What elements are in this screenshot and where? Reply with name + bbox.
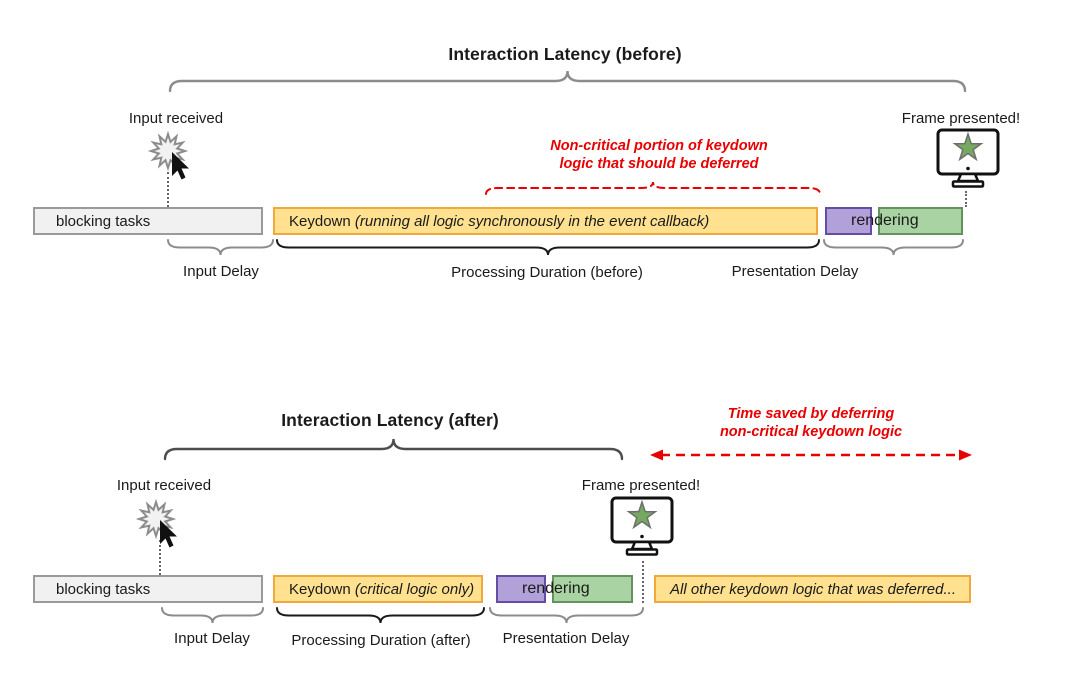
before-processing-label: Processing Duration (before) xyxy=(451,264,643,281)
before-processing-brace xyxy=(276,239,820,256)
after-title: Interaction Latency (after) xyxy=(281,410,499,430)
after-blocking-tasks-bar: blocking tasks xyxy=(33,575,263,603)
before-frame-dotted-line xyxy=(965,191,967,207)
before-deferred-brace xyxy=(485,181,821,195)
after-presentation-brace xyxy=(489,607,644,624)
before-input-delay-brace xyxy=(167,239,274,256)
after-keydown-bar: Keydown (critical logic only) xyxy=(273,575,483,603)
click-burst-icon xyxy=(147,130,189,180)
after-frame-presented-label: Frame presented! xyxy=(581,477,701,494)
before-latency-brace xyxy=(168,70,967,93)
after-rendering-label: rendering xyxy=(522,580,590,597)
time-saved-annotation: Time saved by deferring non-critical key… xyxy=(719,406,903,440)
monitor-icon xyxy=(610,496,674,556)
after-presentation-label: Presentation Delay xyxy=(502,630,630,647)
monitor-icon xyxy=(936,128,1000,188)
time-saved-arrow xyxy=(650,449,972,461)
star-icon xyxy=(952,131,984,162)
before-blocking-tasks-bar: blocking tasks xyxy=(33,207,263,235)
before-frame-presented-label: Frame presented! xyxy=(901,110,1021,127)
before-title: Interaction Latency (before) xyxy=(448,44,682,64)
before-input-delay-label: Input Delay xyxy=(183,263,259,280)
before-presentation-label: Presentation Delay xyxy=(731,263,859,280)
deferred-keydown-bar: All other keydown logic that was deferre… xyxy=(654,575,971,603)
after-paint-bar xyxy=(496,575,546,603)
before-deferred-annotation: Non-critical portion of keydown logic th… xyxy=(550,138,768,172)
before-paint-bar xyxy=(825,207,872,235)
after-input-received-label: Input received xyxy=(116,477,212,494)
before-rendering-bar xyxy=(878,207,963,235)
before-input-dotted-line xyxy=(167,172,169,207)
after-processing-label: Processing Duration (after) xyxy=(291,632,471,649)
after-input-delay-label: Input Delay xyxy=(174,630,250,647)
cursor-icon xyxy=(172,152,189,180)
before-keydown-bar: Keydown (running all logic synchronously… xyxy=(273,207,818,235)
after-latency-brace xyxy=(163,438,624,461)
before-rendering-label: rendering xyxy=(851,212,919,229)
after-input-delay-brace xyxy=(161,607,264,624)
after-input-dotted-line xyxy=(159,540,161,575)
after-processing-brace xyxy=(276,607,485,624)
click-burst-icon xyxy=(135,498,177,548)
before-input-received-label: Input received xyxy=(128,110,224,127)
after-rendering-bar xyxy=(552,575,633,603)
star-icon xyxy=(626,499,658,530)
before-presentation-brace xyxy=(823,239,964,256)
cursor-icon xyxy=(160,520,177,548)
after-frame-dotted-line xyxy=(642,561,644,603)
